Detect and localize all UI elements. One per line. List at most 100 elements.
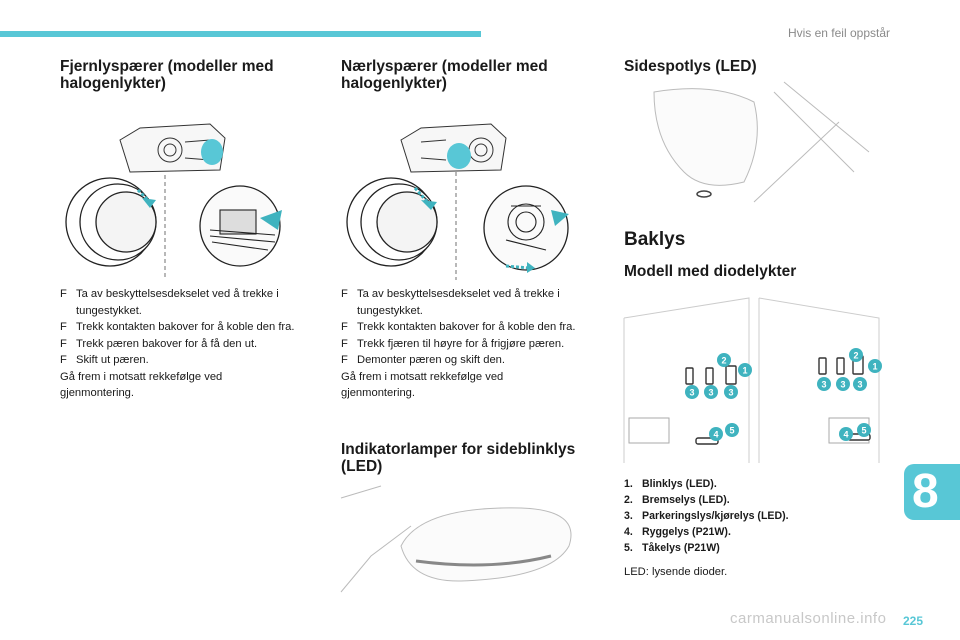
bullet-marker: F bbox=[341, 321, 348, 333]
callout-marker bbox=[817, 377, 831, 391]
led-footnote: LED: lysende dioder. bbox=[624, 566, 728, 578]
callout-marker bbox=[857, 423, 871, 437]
heading-fjernlys-line1: Fjernlyspærer (modeller med bbox=[60, 58, 274, 75]
heading-naerlys: Nærlyspærer (modeller med halogenlykter) bbox=[341, 58, 548, 92]
step-item: F Trekk fjæren til høyre for å frigjøre p… bbox=[341, 336, 606, 353]
step-text: Ta av beskyttelsesdekselet ved å trekke … bbox=[357, 288, 560, 317]
heading-fjernlys-line2: halogenlykter) bbox=[60, 75, 166, 92]
heading-naerlys-line1: Nærlyspærer (modeller med bbox=[341, 58, 548, 75]
callout-number: 1 bbox=[872, 362, 877, 372]
legend-label: Tåkelys (P21W) bbox=[642, 542, 720, 554]
callout-number: 3 bbox=[857, 380, 862, 390]
baklys-legend: 1. Blinklys (LED). 2.Bremselys (LED). 3. P… bbox=[624, 476, 789, 556]
callout-number: 3 bbox=[728, 388, 733, 398]
heading-sidespotlys: Sidespotlys (LED) bbox=[624, 58, 757, 75]
note-text: Gå frem i motsatt rekkefølge ved gjenmont… bbox=[60, 369, 320, 402]
callout-marker bbox=[709, 427, 723, 441]
note-text: Gå frem i motsatt rekkefølge ved gjenmont… bbox=[341, 369, 606, 402]
legend-item: 2.Bremselys (LED). bbox=[624, 492, 789, 508]
bullet-marker: F bbox=[60, 288, 67, 300]
legend-label: Ryggelys (P21W). bbox=[642, 526, 731, 538]
callout-marker bbox=[849, 348, 863, 362]
legend-item: 4. Ryggelys (P21W). bbox=[624, 524, 789, 540]
bullet-marker: F bbox=[60, 354, 67, 366]
callout-marker bbox=[685, 385, 699, 399]
heading-indikator-line2: (LED) bbox=[341, 458, 383, 475]
callout-number: 5 bbox=[729, 426, 734, 436]
bullet-marker: F bbox=[60, 337, 67, 350]
legend-label: Parkeringslys/kjørelys (LED). bbox=[642, 510, 789, 522]
mirror-indicator-illustration bbox=[340, 485, 572, 593]
step-item: F Ta av beskyttelsesdekselet ved å trekke… bbox=[60, 286, 320, 319]
step-item: F Demonter pæren og skift den. bbox=[341, 352, 606, 369]
legend-item: 3. Parkeringslys/kjørelys (LED). bbox=[624, 508, 789, 524]
bullet-marker: F bbox=[341, 354, 348, 366]
callout-marker bbox=[738, 363, 752, 377]
note-line: Gå frem i motsatt rekkefølge ved bbox=[341, 370, 504, 383]
callout-number: 3 bbox=[821, 380, 826, 390]
step-item: F Trekk kontakten bakover for å koble den… bbox=[341, 319, 606, 336]
heading-indikator: Indikatorlamper for sideblinklys (LED) bbox=[341, 441, 575, 475]
note-line: gjenmontering. bbox=[60, 387, 135, 399]
callout-marker bbox=[724, 385, 738, 399]
callout-marker bbox=[836, 377, 850, 391]
bullet-marker: F bbox=[341, 337, 348, 350]
callout-number: 2 bbox=[853, 351, 858, 361]
step-text: Trekk pæren bakover for å få den ut. bbox=[76, 337, 258, 350]
legend-item: 1. Blinklys (LED). bbox=[624, 476, 789, 492]
naerlys-illustration bbox=[346, 123, 569, 280]
bullet-marker: F bbox=[341, 288, 348, 300]
callout-number: 5 bbox=[861, 426, 866, 436]
step-item: F Trekk pæren bakover for å få den ut. bbox=[60, 336, 320, 353]
legend-number: 4. bbox=[624, 526, 633, 538]
callout-marker bbox=[704, 385, 718, 399]
heading-baklys: Baklys bbox=[624, 229, 686, 250]
step-text: Ta av beskyttelsesdekselet ved å trekke … bbox=[76, 288, 279, 317]
step-text: Skift ut pæren. bbox=[76, 354, 149, 366]
sidespot-illustration bbox=[653, 81, 870, 203]
page-number: 225 bbox=[903, 614, 924, 628]
legend-number: 1. bbox=[624, 478, 633, 490]
heading-naerlys-line2: halogenlykter) bbox=[341, 75, 447, 92]
step-item: F Trekk kontakten bakover for å koble den… bbox=[60, 319, 320, 336]
legend-item: 5. Tåkelys (P21W) bbox=[624, 540, 789, 556]
callout-number: 3 bbox=[840, 380, 845, 390]
bullet-marker: F bbox=[60, 321, 67, 333]
subheading-diodelykter: Modell med diodelykter bbox=[624, 263, 797, 280]
callout-marker bbox=[853, 377, 867, 391]
note-line: gjenmontering. bbox=[341, 387, 416, 399]
step-text: Trekk kontakten bakover for å koble den … bbox=[76, 321, 295, 333]
callout-number: 2 bbox=[721, 356, 726, 366]
callout-number: 3 bbox=[689, 388, 694, 398]
heading-indikator-line1: Indikatorlamper for sideblinklys bbox=[341, 441, 576, 458]
naerlys-instructions: F Ta av beskyttelsesdekselet ved å trekke… bbox=[341, 286, 606, 402]
top-accent-bar bbox=[0, 31, 481, 37]
step-text: Demonter pæren og skift den. bbox=[357, 354, 505, 366]
legend-number: 3. bbox=[624, 510, 633, 522]
callout-marker bbox=[717, 353, 731, 367]
step-text: Trekk fjæren til høyre for å frigjøre pæ… bbox=[357, 337, 565, 350]
callout-number: 1 bbox=[742, 366, 747, 376]
callout-number: 4 bbox=[843, 430, 848, 440]
note-line: Gå frem i motsatt rekkefølge ved bbox=[60, 370, 223, 383]
fjernlys-illustration bbox=[65, 123, 282, 280]
watermark: carmanualsonline.info bbox=[730, 610, 887, 627]
callout-marker bbox=[868, 359, 882, 373]
highlight-dot bbox=[447, 143, 471, 169]
callout-number: 3 bbox=[708, 388, 713, 398]
fjernlys-instructions: F Ta av beskyttelsesdekselet ved å trekke… bbox=[60, 286, 320, 402]
callout-marker bbox=[839, 427, 853, 441]
legend-number: 5. bbox=[624, 542, 633, 554]
chapter-number: 8 bbox=[912, 465, 939, 518]
heading-fjernlys: Fjernlyspærer (modeller med halogenlykte… bbox=[60, 58, 274, 92]
legend-label: Blinklys (LED). bbox=[642, 478, 717, 490]
step-item: F Ta av beskyttelsesdekselet ved å trekke… bbox=[341, 286, 606, 319]
highlight-dot bbox=[201, 139, 223, 165]
chapter-tab: 8 bbox=[904, 464, 960, 520]
legend-label: Bremselys (LED). bbox=[642, 494, 730, 506]
callout-marker bbox=[725, 423, 739, 437]
step-text: Trekk kontakten bakover for å koble den … bbox=[357, 321, 576, 333]
section-header: Hvis en feil oppstår bbox=[787, 26, 890, 40]
step-item: F Skift ut pæren. bbox=[60, 352, 320, 369]
